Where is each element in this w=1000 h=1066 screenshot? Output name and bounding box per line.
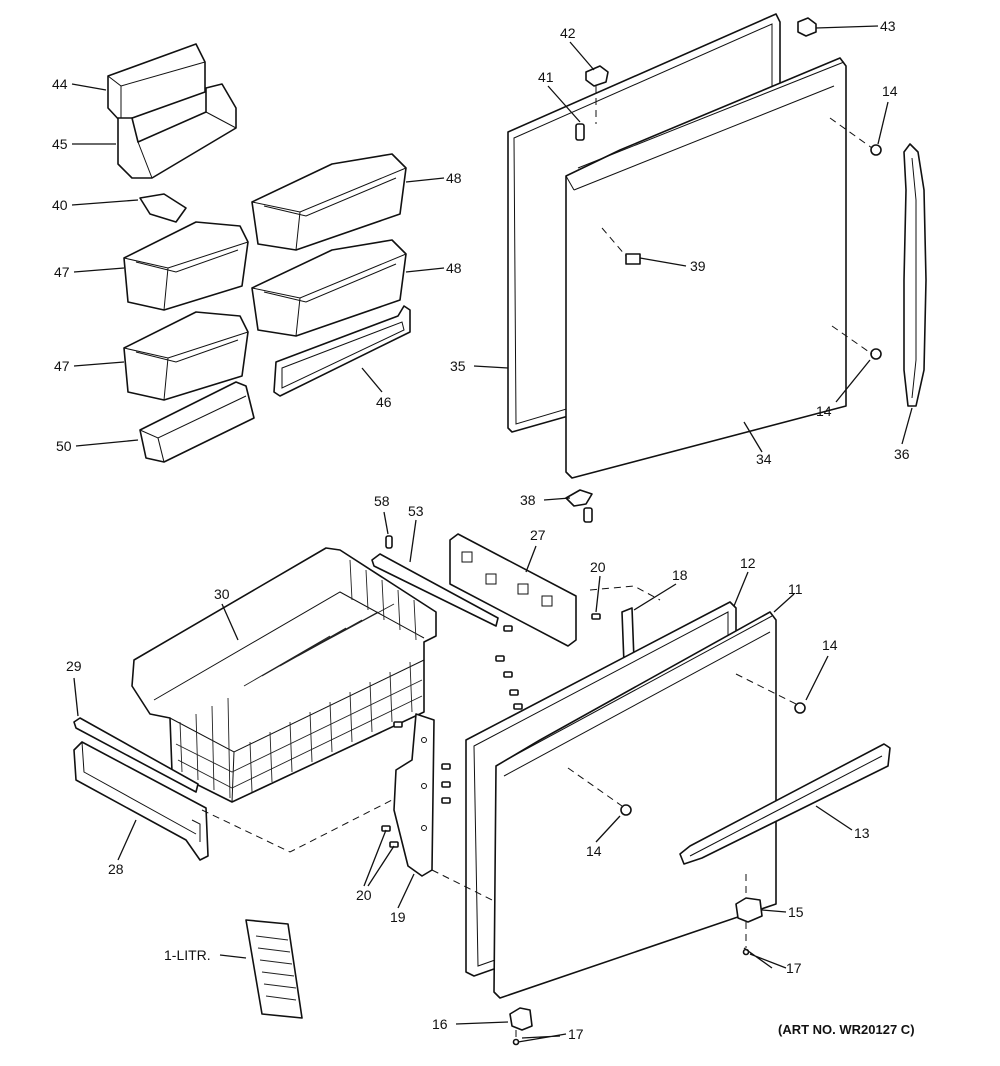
bracket-39	[625, 253, 641, 265]
callout-17-right: 17	[786, 960, 802, 976]
basket-30	[131, 547, 437, 803]
door-panel-11	[493, 611, 777, 999]
foot-16	[509, 1007, 533, 1031]
callout-14-lower-b: 14	[586, 843, 602, 859]
callout-48-upper: 48	[446, 170, 462, 186]
small-part-40	[139, 193, 187, 223]
bin-cover-44	[107, 43, 206, 123]
art-number: (ART NO. WR20127 C)	[778, 1022, 915, 1037]
hinge-42	[585, 65, 609, 87]
callout-50: 50	[56, 438, 72, 454]
bin-47-lower	[123, 311, 249, 401]
fasteners-14-upper	[870, 144, 882, 360]
callout-30: 30	[214, 586, 230, 602]
screw-58	[385, 535, 393, 549]
callout-19: 19	[390, 909, 406, 925]
callout-20-upper: 20	[590, 559, 606, 575]
callout-labels: 44 45 40 47 47 50 48 48 46 42 41 43 14 3…	[52, 18, 910, 1042]
bin-50	[139, 381, 255, 463]
bracket-19	[393, 713, 435, 877]
callout-40: 40	[52, 197, 68, 213]
hinge-38	[565, 489, 593, 523]
cap-43	[797, 17, 817, 37]
callout-46: 46	[376, 394, 392, 410]
callout-47-upper: 47	[54, 264, 70, 280]
callout-28: 28	[108, 861, 124, 877]
callout-27: 27	[530, 527, 546, 543]
bin-47-upper	[123, 221, 249, 311]
callout-15: 15	[788, 904, 804, 920]
callout-29: 29	[66, 658, 82, 674]
callout-16: 16	[432, 1016, 448, 1032]
door-panel-34	[565, 57, 847, 479]
callout-53: 53	[408, 503, 424, 519]
callout-14-lower-a: 14	[822, 637, 838, 653]
fasteners-14-lower	[620, 702, 806, 816]
callout-20-lower: 20	[356, 887, 372, 903]
callout-14-upper-a: 14	[882, 83, 898, 99]
callout-42: 42	[560, 25, 576, 41]
callout-35: 35	[450, 358, 466, 374]
callout-18: 18	[672, 567, 688, 583]
screws-20	[381, 613, 601, 848]
foot-15	[735, 897, 763, 923]
callout-58: 58	[374, 493, 390, 509]
leader-lines	[71, 25, 913, 1043]
callout-38: 38	[520, 492, 536, 508]
callout-12: 12	[740, 555, 756, 571]
bin-48-upper	[251, 153, 407, 251]
bin-48-lower	[251, 239, 407, 337]
bin-45	[117, 83, 237, 179]
callout-36: 36	[894, 446, 910, 462]
slide-28	[73, 741, 209, 861]
callout-1-litr: 1-LITR.	[164, 947, 211, 963]
callout-43: 43	[880, 18, 896, 34]
shelf-rail-46	[273, 305, 411, 397]
literature-1-litr	[245, 919, 303, 1019]
callout-44: 44	[52, 76, 68, 92]
callout-39: 39	[690, 258, 706, 274]
callout-14-upper-b: 14	[816, 403, 832, 419]
handle-36	[903, 143, 927, 407]
callout-34: 34	[756, 451, 772, 467]
callout-48-lower: 48	[446, 260, 462, 276]
callout-47-lower: 47	[54, 358, 70, 374]
bracket-27	[449, 533, 577, 647]
callout-45: 45	[52, 136, 68, 152]
callout-13: 13	[854, 825, 870, 841]
rail-29	[73, 717, 199, 793]
rail-53	[371, 553, 499, 627]
handle-13	[679, 743, 891, 865]
callout-17-bottom: 17	[568, 1026, 584, 1042]
callout-11: 11	[788, 581, 803, 597]
pin-41	[575, 123, 585, 141]
callout-41: 41	[538, 69, 554, 85]
